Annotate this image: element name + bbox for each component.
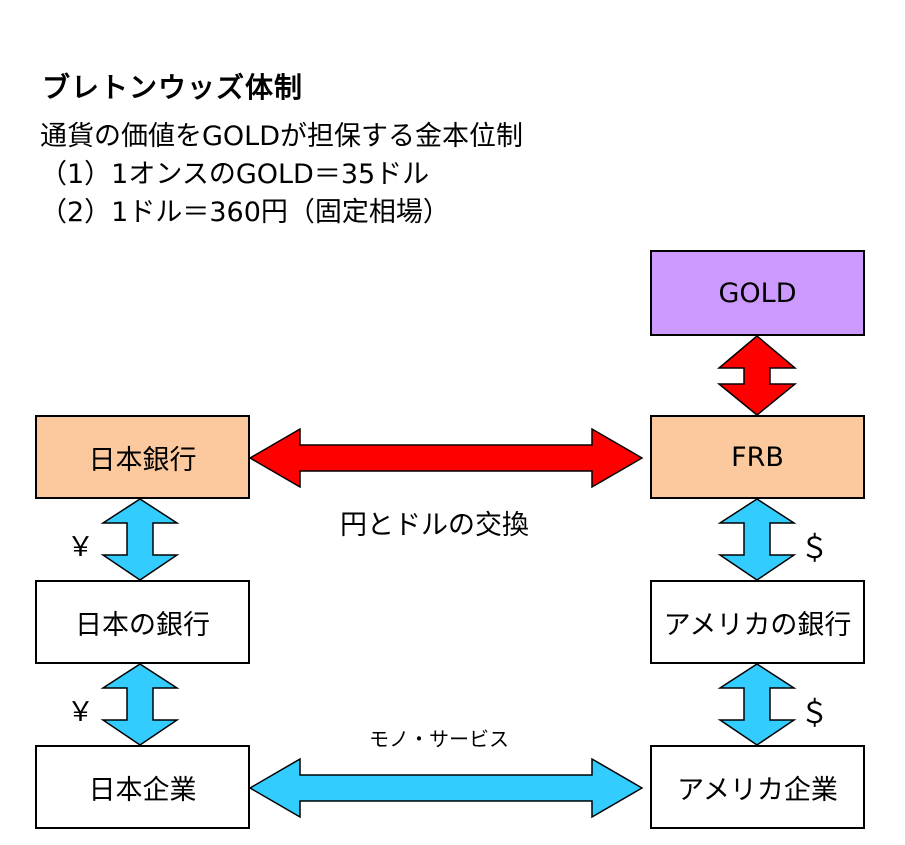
description-line-yen-rate: （2）1ドル＝360円（固定相場）: [40, 197, 450, 228]
american-companies-box: アメリカ企業: [650, 745, 865, 829]
dollar-arrow-lower: [717, 663, 797, 746]
yen-dollar-exchange-arrow: [248, 427, 644, 489]
dollar-label-lower: ＄: [800, 696, 830, 730]
goods-services-arrow: [248, 757, 644, 819]
description-line-gold-standard: 通貨の価値をGOLDが担保する金本位制: [40, 121, 524, 152]
yen-arrow-upper: [100, 498, 180, 581]
yen-label-lower: ￥: [67, 697, 94, 728]
japanese-banks-box: 日本の銀行: [35, 580, 250, 664]
exchange-label: 円とドルの交換: [340, 510, 529, 541]
gold-box: GOLD: [650, 250, 865, 336]
gold-frb-arrow: [716, 335, 798, 416]
goods-services-label: モノ・サービス: [369, 727, 509, 751]
frb-box: FRB: [650, 415, 865, 499]
japanese-companies-box: 日本企業: [35, 745, 250, 829]
description-line-gold-rate: （1）1オンスのGOLD＝35ドル: [40, 159, 430, 190]
yen-arrow-lower: [100, 663, 180, 746]
yen-label-upper: ￥: [67, 532, 94, 563]
american-banks-box: アメリカの銀行: [650, 580, 865, 664]
diagram-title: ブレトンウッズ体制: [42, 71, 304, 104]
dollar-arrow-upper: [717, 498, 797, 581]
bank-of-japan-box: 日本銀行: [35, 415, 250, 499]
dollar-label-upper: ＄: [800, 531, 830, 565]
